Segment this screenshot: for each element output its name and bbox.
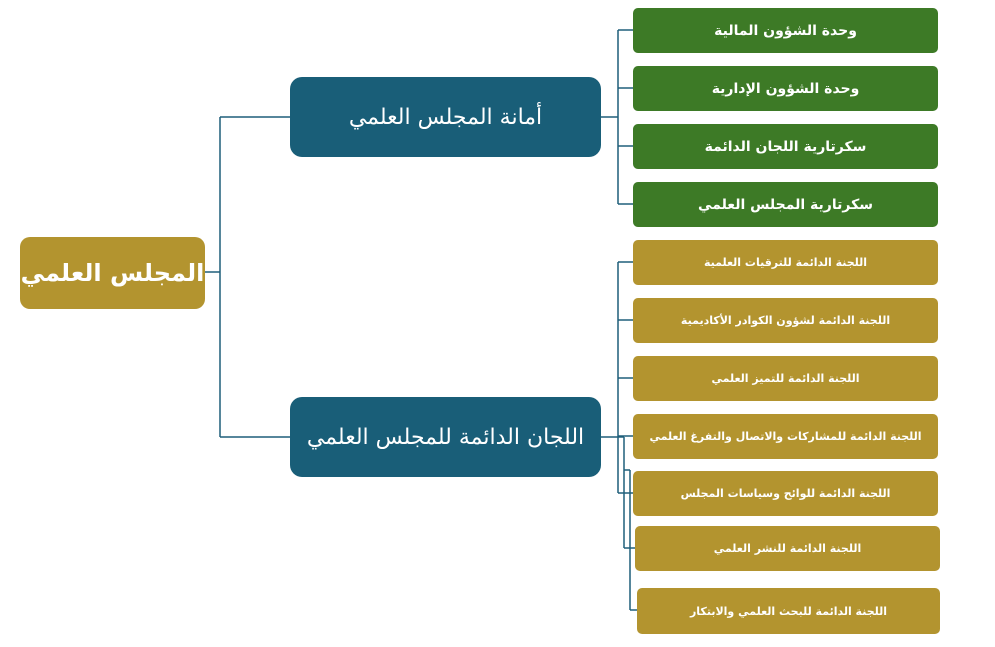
committee-academic-excellence: اللجنة الدائمة للتميز العلمي: [633, 356, 938, 401]
unit-label: سكرتارية اللجان الدائمة: [704, 138, 867, 155]
branch-standing-committees: اللجان الدائمة للمجلس العلمي: [290, 397, 601, 477]
committee-label: اللجنة الدائمة للوائح وسياسات المجلس: [680, 487, 891, 500]
unit-administrative-affairs: وحدة الشؤون الإدارية: [633, 66, 938, 111]
committee-label: اللجنة الدائمة لشؤون الكوادر الأكاديمية: [680, 314, 891, 327]
committee-label: اللجنة الدائمة للترقيات العلمية: [703, 256, 868, 269]
committee-academic-promotions: اللجنة الدائمة للترقيات العلمية: [633, 240, 938, 285]
committee-label: اللجنة الدائمة للمشاركات والاتصال والتفر…: [649, 430, 922, 443]
unit-financial-affairs: وحدة الشؤون المالية: [633, 8, 938, 53]
root-label: المجلس العلمي: [20, 259, 205, 287]
branch-label: أمانة المجلس العلمي: [348, 104, 543, 130]
unit-label: سكرتارية المجلس العلمي: [698, 196, 873, 213]
committee-label: اللجنة الدائمة للبحث العلمي والابتكار: [689, 604, 888, 618]
unit-label: وحدة الشؤون الإدارية: [711, 80, 860, 97]
branch-label: اللجان الدائمة للمجلس العلمي: [306, 424, 585, 450]
committee-participation-communication: اللجنة الدائمة للمشاركات والاتصال والتفر…: [633, 414, 938, 459]
committee-academic-staff-affairs: اللجنة الدائمة لشؤون الكوادر الأكاديمية: [633, 298, 938, 343]
committee-label: اللجنة الدائمة للتميز العلمي: [711, 372, 860, 385]
branch-council-secretariat: أمانة المجلس العلمي: [290, 77, 601, 157]
unit-council-secretariat: سكرتارية المجلس العلمي: [633, 182, 938, 227]
committee-label: اللجنة الدائمة للنشر العلمي: [713, 542, 862, 555]
unit-committees-secretariat: سكرتارية اللجان الدائمة: [633, 124, 938, 169]
unit-label: وحدة الشؤون المالية: [714, 22, 857, 39]
committee-academic-publishing: اللجنة الدائمة للنشر العلمي: [635, 526, 940, 571]
committee-research-innovation: اللجنة الدائمة للبحث العلمي والابتكار: [637, 588, 940, 634]
root-node-scientific-council: المجلس العلمي: [20, 237, 205, 309]
committee-regulations-policies: اللجنة الدائمة للوائح وسياسات المجلس: [633, 471, 938, 516]
